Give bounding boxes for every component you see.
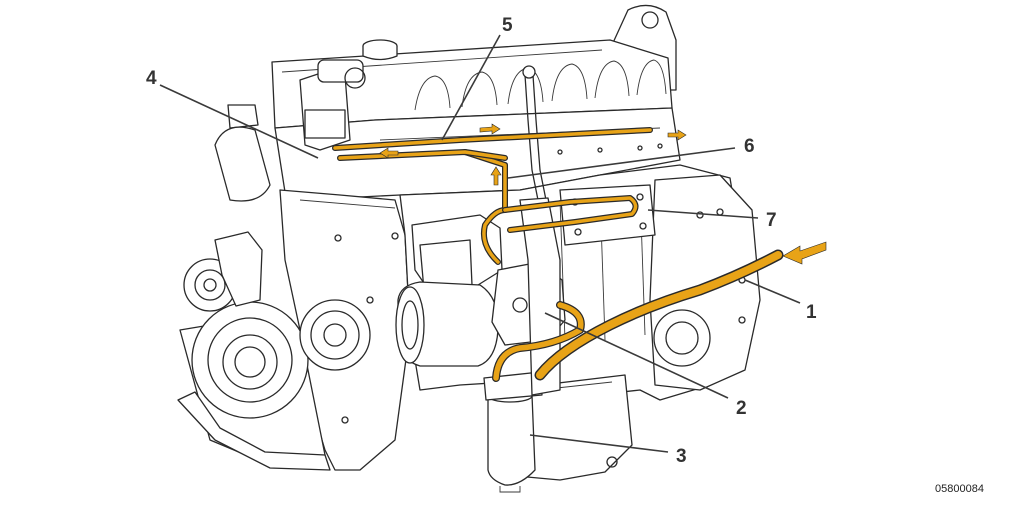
flow-arrow-rail-right-1 — [479, 123, 501, 135]
fuel-lines — [332, 127, 784, 382]
leader-2 — [544, 312, 729, 399]
callout-5: 5 — [502, 15, 513, 36]
leader-5 — [441, 34, 501, 141]
leader-3 — [529, 434, 669, 453]
leader-1 — [744, 279, 801, 304]
callout-labels: 1 2 3 4 5 6 7 — [146, 15, 817, 467]
leader-7 — [647, 209, 759, 219]
flow-arrow-rail-right-2 — [667, 129, 687, 141]
flow-arrow-up — [490, 166, 502, 186]
callout-2: 2 — [736, 398, 747, 419]
callout-4: 4 — [146, 68, 157, 89]
leader-lines — [159, 34, 801, 453]
figure-id: 05800084 — [935, 483, 984, 495]
callout-7: 7 — [766, 210, 777, 231]
leader-6 — [507, 147, 736, 179]
callout-6: 6 — [744, 136, 755, 157]
leader-4 — [159, 84, 319, 159]
callout-3: 3 — [676, 446, 687, 467]
flow-arrow-inlet — [782, 241, 827, 265]
flow-arrows — [379, 123, 827, 265]
engine-outline — [177, 4, 761, 493]
callout-1: 1 — [806, 302, 817, 323]
flow-arrow-drain-left — [379, 147, 399, 159]
